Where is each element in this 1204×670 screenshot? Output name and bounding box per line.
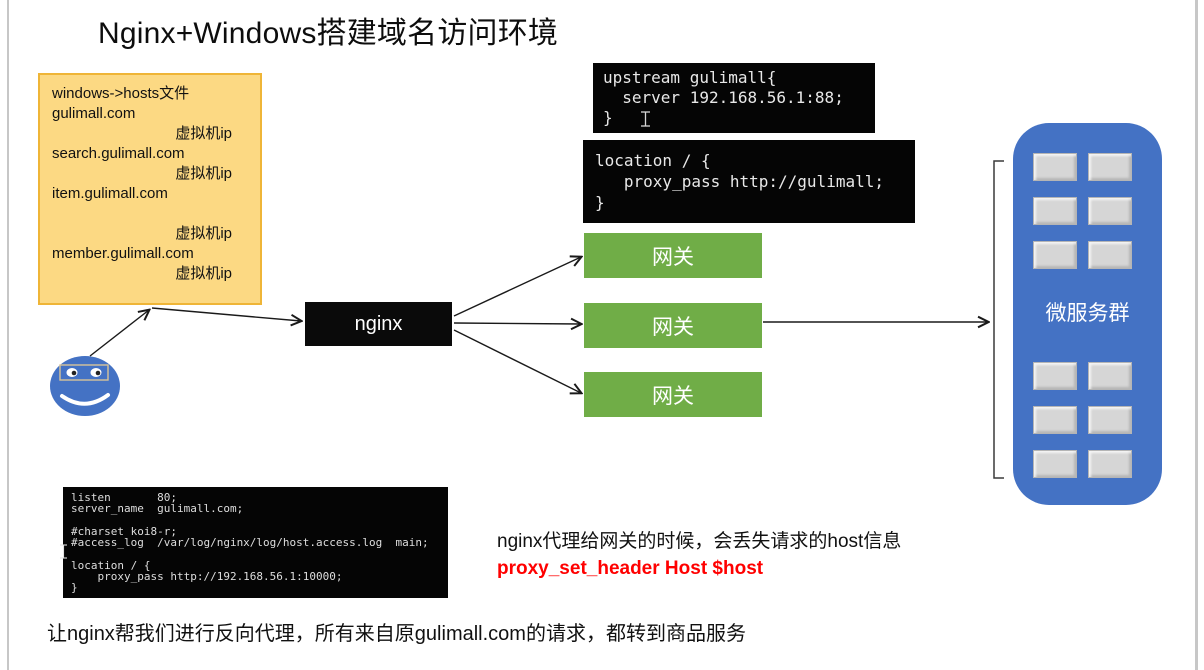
slide-edge-right: [1195, 0, 1198, 670]
service-node: [1088, 153, 1132, 181]
code-line: #charset koi8-r;: [71, 524, 177, 538]
service-node: [1033, 153, 1077, 181]
microservices-cluster: 微服务群: [1013, 123, 1162, 505]
service-node: [1033, 362, 1077, 390]
arrow-user-to-hosts: [89, 310, 149, 357]
code-line: proxy_pass http://gulimall;: [595, 172, 884, 191]
code-line: proxy_pass http://192.168.56.1:10000;: [71, 570, 343, 584]
code-line: }: [595, 193, 605, 212]
hosts-line: gulimall.com: [52, 105, 136, 122]
service-node: [1033, 406, 1077, 434]
proxy-set-header-note: proxy_set_header Host $host: [497, 558, 764, 579]
service-node: [1088, 362, 1132, 390]
hosts-line: item.gulimall.com: [52, 185, 168, 202]
code-line: #access_log /var/log/nginx/log/host.acce…: [71, 536, 429, 550]
code-line: listen 80;: [71, 491, 177, 504]
service-grid-top: [1033, 153, 1132, 269]
service-node: [1088, 241, 1132, 269]
hosts-line: 虚拟机ip: [175, 225, 232, 242]
host-info-note-line: nginx代理给网关的时候，会丢失请求的host信息: [497, 531, 902, 552]
gateway-node: 网关: [584, 233, 762, 278]
hosts-line: 虚拟机ip: [175, 125, 232, 142]
service-node: [1088, 197, 1132, 225]
nginx-node: nginx: [305, 302, 452, 346]
hosts-line: [52, 204, 248, 224]
hosts-file-note: windows->hosts文件 gulimall.com 虚拟机ip sear…: [38, 73, 262, 305]
user-smiley-icon: [50, 356, 120, 416]
gateway-node: 网关: [584, 372, 762, 417]
arrow-nginx-to-gateway-1: [453, 257, 581, 317]
location-code-block: location / { proxy_pass http://gulimall;…: [583, 140, 915, 223]
hosts-line: 虚拟机ip: [175, 265, 232, 282]
upstream-code-block: upstream gulimall{ server 192.168.56.1:8…: [593, 63, 875, 133]
service-grid-bottom: [1033, 362, 1132, 478]
code-line: server_name gulimall.com;: [71, 502, 244, 516]
code-line: location / {: [71, 558, 151, 572]
microservices-label: 微服务群: [1045, 302, 1130, 325]
hosts-line: 虚拟机ip: [175, 165, 232, 182]
code-line: upstream gulimall{: [603, 68, 777, 87]
arrow-nginx-to-gateway-3: [453, 329, 581, 393]
service-node: [1088, 406, 1132, 434]
summary-text: 让nginx帮我们进行反向代理，所有来自原gulimall.com的请求，都转到…: [47, 623, 746, 645]
code-line: }: [71, 581, 78, 595]
code-line: }: [603, 108, 613, 127]
code-line: location / {: [595, 151, 711, 170]
page-title: Nginx+Windows搭建域名访问环境: [98, 17, 559, 50]
service-node: [1033, 450, 1077, 478]
slide-edge-left: [7, 0, 9, 670]
hosts-line: search.gulimall.com: [52, 145, 185, 162]
code-line: server 192.168.56.1:88;: [603, 88, 844, 107]
host-info-note: nginx代理给网关的时候，会丢失请求的host信息 proxy_set_hea…: [497, 528, 901, 582]
cluster-bracket: [993, 160, 1004, 479]
arrow-nginx-to-gateway-2: [453, 323, 581, 324]
arrow-hosts-to-nginx: [151, 307, 301, 321]
service-node: [1088, 450, 1132, 478]
hosts-line: windows->hosts文件: [52, 85, 190, 102]
gateway-node: 网关: [584, 303, 762, 348]
server-code-block: listen 80; server_name gulimall.com; #ch…: [63, 487, 448, 598]
hosts-line: member.gulimall.com: [52, 245, 194, 262]
service-node: [1033, 197, 1077, 225]
service-node: [1033, 241, 1077, 269]
